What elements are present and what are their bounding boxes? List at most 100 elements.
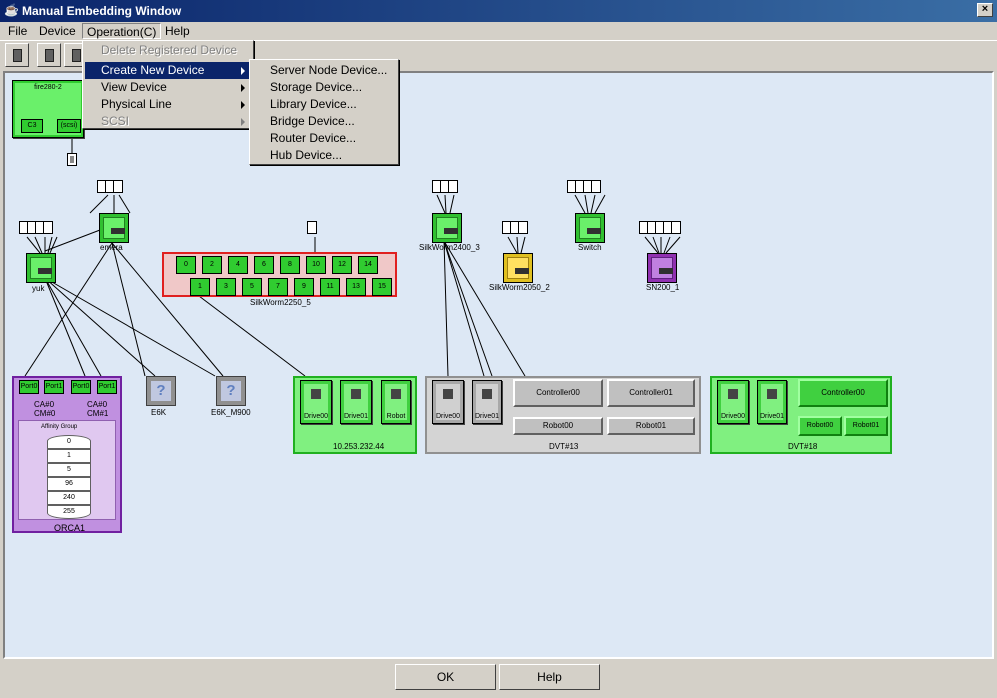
drive-device[interactable]: Drive01 (472, 380, 502, 424)
switch-port[interactable]: 4 (228, 256, 248, 274)
switch-port[interactable]: 0 (176, 256, 196, 274)
affinity-entry[interactable]: 96 (47, 477, 91, 491)
drive-device[interactable]: Drive00 (300, 380, 332, 424)
controller[interactable]: Controller01 (607, 379, 695, 407)
hba-icon[interactable] (113, 180, 123, 193)
storage-orca1[interactable]: Port0 Port1 Port0 Port1 CA#0 CM#0 CA#0 C… (12, 376, 122, 533)
menu-item-bridge-device[interactable]: Bridge Device... (270, 114, 355, 128)
switch-port[interactable]: 2 (202, 256, 222, 274)
switch-generic[interactable] (575, 213, 605, 243)
router-sn200[interactable] (647, 253, 677, 283)
hba-icon[interactable] (448, 180, 458, 193)
host-emera[interactable] (99, 213, 129, 243)
hba-icon[interactable] (67, 153, 77, 166)
switch-port[interactable]: 11 (320, 278, 340, 296)
menu-item-storage-device[interactable]: Storage Device... (270, 80, 363, 94)
host-fire280[interactable]: fire280-2 C3 (scsi) (12, 80, 84, 138)
drive-label: Drive01 (474, 413, 500, 420)
switch-port[interactable]: 7 (268, 278, 288, 296)
toolbar-button-1[interactable] (5, 43, 29, 67)
switch-port[interactable]: 12 (332, 256, 352, 274)
affinity-entry[interactable]: 255 (47, 505, 91, 519)
submenu-arrow-icon (241, 67, 245, 75)
help-button[interactable]: Help (499, 664, 600, 690)
port-c3[interactable]: C3 (21, 119, 43, 133)
server-icon (38, 268, 52, 274)
switch-silkworm2400[interactable] (432, 213, 462, 243)
affinity-entry[interactable]: 1 (47, 449, 91, 463)
switch-port[interactable]: 6 (254, 256, 274, 274)
menu-device[interactable]: Device (39, 24, 76, 38)
hba-cluster (567, 180, 601, 198)
orca-port[interactable]: Port0 (71, 380, 91, 394)
drive-device[interactable]: Drive00 (717, 380, 749, 424)
menu-file[interactable]: File (8, 24, 28, 38)
close-button[interactable]: × (977, 3, 993, 17)
switch-body (507, 257, 529, 279)
window-title: Manual Embedding Window (22, 4, 182, 18)
menu-item-view-device[interactable]: View Device (85, 79, 251, 96)
switch-port[interactable]: 5 (242, 278, 262, 296)
switch-port[interactable]: 3 (216, 278, 236, 296)
switch-port[interactable]: 13 (346, 278, 366, 296)
controller[interactable]: Controller00 (513, 379, 603, 407)
port-scsi[interactable]: (scsi) (57, 119, 81, 133)
controller[interactable]: Controller00 (798, 379, 888, 407)
robot[interactable]: Robot00 (513, 417, 603, 435)
menu-item-hub-device[interactable]: Hub Device... (270, 148, 343, 162)
hba-cluster (19, 221, 53, 239)
robot-label: Robot (386, 413, 406, 420)
orca-port[interactable]: Port1 (97, 380, 117, 394)
drive-label: Drive01 (343, 413, 369, 420)
affinity-entry[interactable]: 240 (47, 491, 91, 505)
toolbar-button-2[interactable] (37, 43, 61, 67)
switch-silkworm2050[interactable] (503, 253, 533, 283)
affinity-title: Affinity Group (41, 424, 78, 430)
switch-port[interactable]: 1 (190, 278, 210, 296)
library-dvt18[interactable]: Drive00 Drive01 Controller00 Robot00 Rob… (710, 376, 892, 454)
drive-device[interactable]: Drive01 (757, 380, 787, 424)
hba-icon[interactable] (43, 221, 53, 234)
menu-help[interactable]: Help (165, 24, 190, 38)
robot[interactable]: Robot01 (607, 417, 695, 435)
menu-item-server-node-device[interactable]: Server Node Device... (270, 63, 388, 77)
hba-icon[interactable] (671, 221, 681, 234)
robot[interactable]: Robot00 (798, 416, 842, 436)
library-dvt13[interactable]: Drive00 Drive01 0 Controller00 Controlle… (425, 376, 701, 454)
unknown-device-e6k-m900[interactable]: ? (216, 376, 246, 406)
hba-icon[interactable] (307, 221, 317, 234)
menu-item-library-device[interactable]: Library Device... (270, 97, 357, 111)
hba-icon[interactable] (518, 221, 528, 234)
affinity-entry[interactable]: 5 (47, 463, 91, 477)
switch-port[interactable]: 8 (280, 256, 300, 274)
unknown-device-e6k[interactable]: ? (146, 376, 176, 406)
menu-operation[interactable]: Operation(C) (82, 23, 162, 39)
java-app-icon: ☕ (4, 3, 19, 17)
switch-port[interactable]: 10 (306, 256, 326, 274)
robot-device[interactable]: Robot (381, 380, 411, 424)
drive-device[interactable]: Drive00 (432, 380, 464, 424)
switch-port[interactable]: 14 (358, 256, 378, 274)
title-bar: ☕ Manual Embedding Window × (0, 0, 997, 22)
cm-label: CM#0 (34, 409, 56, 418)
host-yuk[interactable] (26, 253, 56, 283)
orca-port[interactable]: Port1 (44, 380, 64, 394)
drive-icon (443, 389, 453, 399)
switch-body (579, 217, 601, 239)
robot[interactable]: Robot01 (844, 416, 888, 436)
drive-device[interactable]: Drive01 (340, 380, 372, 424)
affinity-entry[interactable]: 0 (47, 435, 91, 449)
switch-port[interactable]: 15 (372, 278, 392, 296)
library-10-253-232-44[interactable]: Drive00 Drive01 Robot 10.253.232.44 (293, 376, 417, 454)
menu-item-create-new-device[interactable]: Create New Device (85, 62, 251, 79)
ok-button[interactable]: OK (395, 664, 496, 690)
hba-icon[interactable] (591, 180, 601, 193)
menu-item-router-device[interactable]: Router Device... (270, 131, 357, 145)
switch-port[interactable]: 9 (294, 278, 314, 296)
menu-item-physical-line[interactable]: Physical Line (85, 96, 251, 113)
drive-label: Drive00 (303, 413, 329, 420)
drive-icon (767, 389, 777, 399)
topology-canvas[interactable]: fire280-2 C3 (scsi) emer (3, 71, 994, 659)
orca-port[interactable]: Port0 (19, 380, 39, 394)
